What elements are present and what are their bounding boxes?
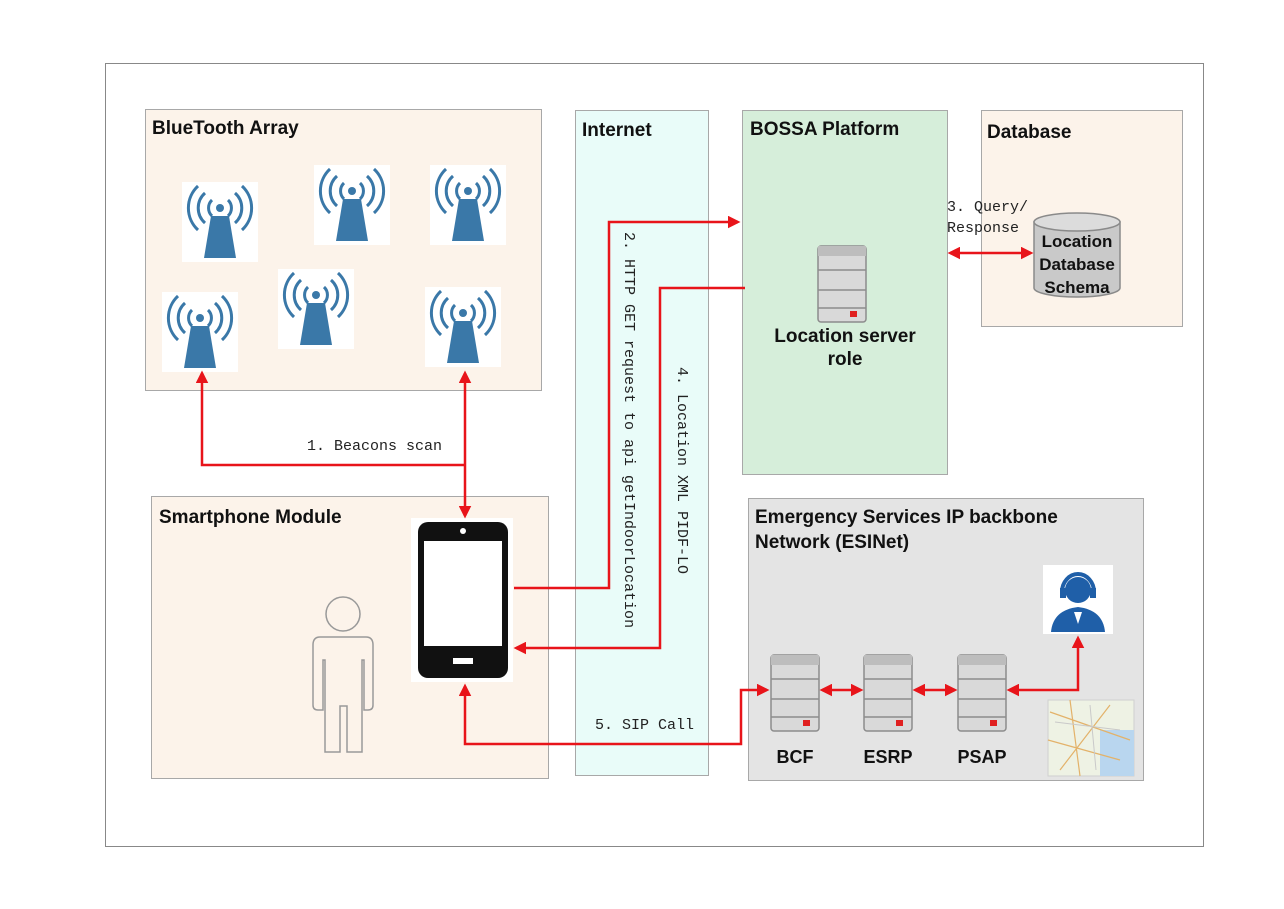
internet-title: Internet bbox=[582, 120, 652, 141]
smartphone-icon bbox=[411, 518, 513, 682]
wifi-antenna-icon bbox=[423, 285, 503, 369]
psap-operator-arrow bbox=[1006, 635, 1085, 697]
database-icon bbox=[1033, 212, 1121, 298]
wifi-antenna-icon bbox=[312, 163, 392, 247]
database-label-line3: Schema bbox=[1044, 278, 1110, 297]
location-server-label-line2: role bbox=[827, 349, 863, 370]
location-server-label-line1: Location server bbox=[774, 326, 916, 347]
psap-label: PSAP bbox=[957, 747, 1007, 767]
person-icon bbox=[312, 596, 374, 753]
server-icon bbox=[863, 654, 913, 732]
operator-icon bbox=[1043, 565, 1113, 634]
bcf-label: BCF bbox=[776, 747, 814, 767]
server-icon bbox=[817, 245, 867, 323]
pidf-lo-arrow bbox=[513, 286, 745, 655]
smartphone-module-title: Smartphone Module bbox=[159, 507, 342, 528]
step1-label: 1. Beacons scan bbox=[307, 438, 443, 455]
beacon-scan-arrow bbox=[195, 370, 465, 467]
server-icon bbox=[770, 654, 820, 732]
wifi-antenna-icon bbox=[180, 180, 260, 264]
esinet-title-line1: Emergency Services IP backbone bbox=[755, 507, 1058, 528]
database-label-line2: Database bbox=[1039, 255, 1115, 274]
database-label-line1: Location bbox=[1041, 232, 1113, 251]
sip-call-arrow bbox=[458, 683, 770, 746]
step4-label: 4. Location XML PIDF-LO bbox=[673, 367, 690, 575]
esinet-title-line2: Network (ESINet) bbox=[755, 532, 910, 553]
server-icon bbox=[957, 654, 1007, 732]
database-title: Database bbox=[987, 122, 1072, 143]
step5-label: 5. SIP Call bbox=[595, 717, 695, 734]
wifi-antenna-icon bbox=[428, 163, 508, 247]
map-icon bbox=[1047, 699, 1135, 777]
wifi-antenna-icon bbox=[160, 290, 240, 374]
http-get-arrow bbox=[514, 215, 741, 590]
bossa-platform-title: BOSSA Platform bbox=[750, 119, 900, 140]
bluetooth-array-title: BlueTooth Array bbox=[152, 118, 299, 139]
diagram-frame bbox=[105, 63, 1204, 847]
wifi-antenna-icon bbox=[276, 267, 356, 351]
esrp-label: ESRP bbox=[863, 747, 913, 767]
step2-label: 2. HTTP GET request to api getIndoorLoca… bbox=[620, 232, 637, 629]
step3-label-line2: Response bbox=[947, 220, 1020, 237]
step3-label-line1: 3. Query/ bbox=[947, 199, 1029, 216]
